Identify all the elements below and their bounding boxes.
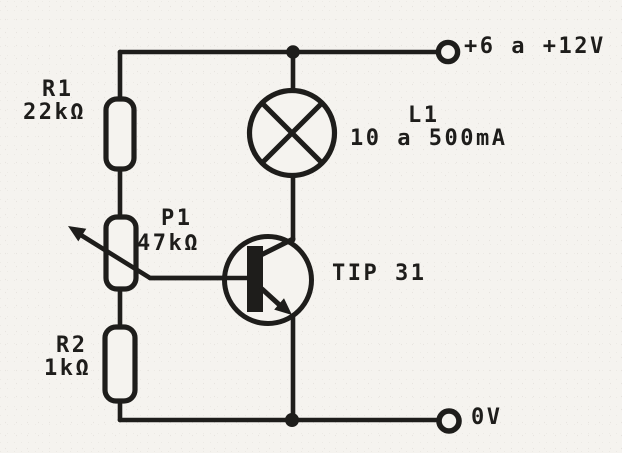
r2-value-label: 1kΩ: [44, 356, 92, 381]
wiper-arrowhead: [68, 226, 87, 242]
resistor-r2-symbol: [102, 324, 138, 404]
l1-ref-label: L1: [408, 103, 440, 128]
base-bar: [247, 246, 263, 312]
supply-terminal-circle: [435, 39, 461, 65]
resistor-r1-symbol: [103, 96, 137, 172]
emitter-arrowhead: [274, 298, 292, 315]
p1-value-label: 47kΩ: [137, 231, 200, 256]
transistor-label: TIP 31: [332, 261, 427, 286]
l1-value-label: 10 a 500mA: [350, 126, 508, 151]
r1-value-label: 22kΩ: [23, 100, 86, 125]
lamp-l1-symbol: [246, 87, 338, 179]
lamp-cross: [259, 100, 325, 166]
p1-ref-label: P1: [161, 206, 193, 231]
ground-label: 0V: [471, 405, 503, 430]
r2-ref-label: R2: [56, 333, 88, 358]
r1-ref-label: R1: [42, 77, 74, 102]
supply-voltage-label: +6 a +12V: [464, 34, 606, 59]
top-junction-dot: [286, 45, 300, 59]
bottom-junction-dot: [285, 413, 299, 427]
transistor-q1-symbol: [147, 234, 314, 326]
collector-lead: [258, 236, 296, 258]
ground-terminal-circle: [436, 408, 462, 434]
